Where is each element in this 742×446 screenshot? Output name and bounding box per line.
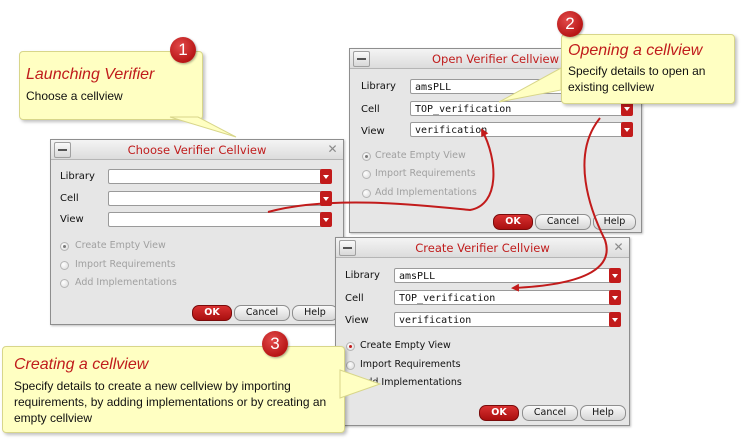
ok-button[interactable]: OK <box>479 405 519 421</box>
create-dialog-titlebar: Create Verifier Cellview ✕ <box>336 238 629 258</box>
cell-label: Cell <box>345 293 364 304</box>
create-empty-view-radio[interactable] <box>346 342 355 351</box>
callout-opening-cellview: Opening a cellview Specify details to op… <box>561 34 735 104</box>
callout-title: Launching Verifier <box>26 66 155 83</box>
import-requirements-label: Import Requirements <box>75 259 176 270</box>
open-cellview-dialog: Open Verifier Cellview ✕ Library amsPLL … <box>349 48 642 233</box>
ok-button[interactable]: OK <box>192 305 232 321</box>
callout-launching-verifier: Launching Verifier Choose a cellview <box>19 51 203 120</box>
library-label: Library <box>60 171 95 182</box>
callout-body: Specify details to create a new cellview… <box>14 379 327 425</box>
choose-dialog-title: Choose Verifier Cellview <box>127 143 267 157</box>
import-requirements-radio[interactable] <box>60 261 69 270</box>
cancel-button[interactable]: Cancel <box>535 214 591 230</box>
callout-creating-cellview: Creating a cellview Specify details to c… <box>2 346 345 433</box>
view-label: View <box>361 126 385 137</box>
minimize-icon[interactable] <box>54 142 71 158</box>
add-implementations-label: Add Implementations <box>75 277 177 288</box>
cancel-button[interactable]: Cancel <box>522 405 578 421</box>
create-empty-view-label: Create Empty View <box>375 150 466 161</box>
create-cellview-dialog: Create Verifier Cellview ✕ Library amsPL… <box>335 237 630 426</box>
arrow-choose-to-open <box>267 128 495 213</box>
help-button[interactable]: Help <box>580 405 626 421</box>
step-badge-2: 2 <box>557 11 583 37</box>
view-dropdown-icon[interactable] <box>609 312 621 327</box>
help-button[interactable]: Help <box>593 214 636 230</box>
cell-label: Cell <box>361 104 380 115</box>
create-empty-view-label: Create Empty View <box>360 340 451 351</box>
view-dropdown-icon[interactable] <box>320 212 332 227</box>
close-icon[interactable]: ✕ <box>327 142 338 156</box>
minimize-icon[interactable] <box>353 51 370 67</box>
create-empty-view-label: Create Empty View <box>75 240 166 251</box>
cell-label: Cell <box>60 193 79 204</box>
choose-cellview-dialog: Choose Verifier Cellview ✕ Library Cell … <box>50 139 344 325</box>
add-implementations-radio[interactable] <box>60 279 69 288</box>
library-label: Library <box>345 270 380 281</box>
library-label: Library <box>361 81 396 92</box>
callout1-pointer <box>169 116 237 138</box>
callout2-pointer <box>498 67 562 103</box>
callout-body: Choose a cellview <box>26 89 123 103</box>
import-requirements-label: Import Requirements <box>375 168 476 179</box>
import-requirements-label: Import Requirements <box>360 359 461 370</box>
view-label: View <box>60 214 84 225</box>
cell-dropdown-icon[interactable] <box>621 101 633 116</box>
add-implementations-label: Add Implementations <box>375 187 477 198</box>
arrow-callout2-to-create <box>511 117 608 292</box>
choose-dialog-titlebar: Choose Verifier Cellview ✕ <box>51 140 343 160</box>
callout-title: Opening a cellview <box>568 42 703 59</box>
create-empty-view-radio[interactable] <box>362 152 371 161</box>
view-label: View <box>345 315 369 326</box>
step-badge-1: 1 <box>170 37 196 63</box>
create-empty-view-radio[interactable] <box>60 242 69 251</box>
ok-button[interactable]: OK <box>493 214 533 230</box>
step-badge-3: 3 <box>262 331 288 357</box>
close-icon[interactable]: ✕ <box>613 240 624 254</box>
view-dropdown-icon[interactable] <box>621 122 633 137</box>
cell-input[interactable]: TOP_verification <box>394 290 611 305</box>
library-dropdown-icon[interactable] <box>320 169 332 184</box>
add-implementations-radio[interactable] <box>362 189 371 198</box>
library-dropdown-icon[interactable] <box>609 268 621 283</box>
callout-body: Specify details to open an existing cell… <box>568 64 706 94</box>
callout-title: Creating a cellview <box>14 356 149 373</box>
import-requirements-radio[interactable] <box>362 170 371 179</box>
view-input[interactable]: verification <box>410 122 623 137</box>
add-implementations-label: Add Implementations <box>360 377 462 388</box>
open-dialog-title: Open Verifier Cellview <box>431 52 560 66</box>
minimize-icon[interactable] <box>339 240 356 256</box>
import-requirements-radio[interactable] <box>346 361 355 370</box>
create-dialog-title: Create Verifier Cellview <box>415 241 550 255</box>
cell-dropdown-icon[interactable] <box>609 290 621 305</box>
cancel-button[interactable]: Cancel <box>234 305 290 321</box>
view-input[interactable]: verification <box>394 312 611 327</box>
callout3-pointer <box>339 369 382 399</box>
